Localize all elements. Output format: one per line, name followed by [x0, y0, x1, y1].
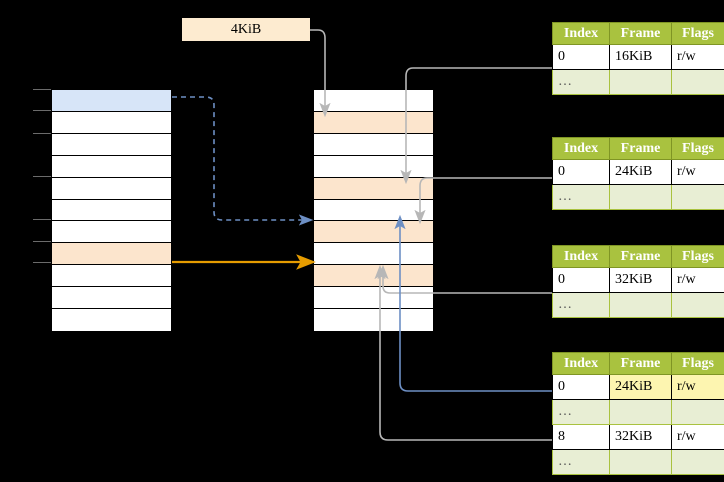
page-table-3-row[interactable]: … [552, 292, 724, 318]
page-table-1-cell: r/w [671, 44, 724, 70]
page-table-4-row[interactable]: … [552, 449, 724, 475]
page-table-4-cell: 0 [552, 374, 610, 400]
page-table-4-header-frame: Frame [609, 352, 672, 375]
page-table-1-header-flags: Flags [671, 22, 724, 45]
virtual-row-2[interactable] [52, 133, 171, 156]
physical-row-7[interactable] [314, 243, 433, 266]
address-tick-5 [33, 241, 51, 242]
physical-row-1[interactable] [314, 111, 433, 134]
virtual-row-0[interactable] [52, 90, 171, 112]
page-table-4-header-index: Index [552, 352, 610, 375]
size-label-4kib: 4KiB [182, 18, 310, 41]
page-table-2-cell: r/w [671, 159, 724, 185]
virtual-row-10[interactable] [52, 309, 171, 331]
physical-row-0[interactable] [314, 90, 433, 112]
address-tick-6 [33, 262, 51, 263]
page-table-2-cell: 0 [552, 159, 610, 185]
page-table-2-cell [609, 184, 672, 210]
page-table-3-cell: 32KiB [609, 267, 672, 293]
page-table-3-cell: … [552, 292, 610, 318]
wire-pt2-to-frame [414, 177, 552, 225]
page-table-3-header-index: Index [552, 245, 610, 268]
page-table-4-cell: 24KiB [609, 374, 672, 400]
page-table-1-cell: 16KiB [609, 44, 672, 70]
virtual-row-5[interactable] [52, 199, 171, 222]
page-table-2-header-index: Index [552, 137, 610, 160]
address-tick-3 [33, 176, 51, 177]
page-table-4-row[interactable]: … [552, 399, 724, 425]
page-table-3-cell: 0 [552, 267, 610, 293]
page-table-4-cell [671, 449, 724, 475]
physical-memory-column [313, 89, 434, 331]
page-table-2-row[interactable]: … [552, 184, 724, 210]
page-table-4-cell: 32KiB [609, 424, 672, 450]
page-table-2-cell: 24KiB [609, 159, 672, 185]
page-table-1-cell: … [552, 69, 610, 95]
virtual-memory-column [51, 89, 172, 331]
virtual-row-6[interactable] [52, 221, 171, 244]
page-table-2-cell [671, 184, 724, 210]
physical-row-5[interactable] [314, 199, 433, 222]
page-table-3-cell [609, 292, 672, 318]
virtual-row-8[interactable] [52, 265, 171, 288]
page-table-3-cell [671, 292, 724, 318]
virtual-row-7[interactable] [52, 243, 171, 266]
page-table-4-cell: r/w [671, 374, 724, 400]
page-table-2-cell: … [552, 184, 610, 210]
page-table-2-header-frame: Frame [609, 137, 672, 160]
virtual-row-9[interactable] [52, 287, 171, 310]
page-table-3-header-frame: Frame [609, 245, 672, 268]
physical-row-8[interactable] [314, 265, 433, 288]
address-tick-0 [33, 89, 51, 90]
virtual-row-1[interactable] [52, 111, 171, 134]
page-table-1-cell: 0 [552, 44, 610, 70]
physical-row-4[interactable] [314, 177, 433, 200]
page-table-1-header-frame: Frame [609, 22, 672, 45]
page-table-2-header-flags: Flags [671, 137, 724, 160]
page-table-1-row[interactable]: … [552, 69, 724, 95]
physical-row-9[interactable] [314, 287, 433, 310]
physical-row-6[interactable] [314, 221, 433, 244]
page-table-4-cell [609, 399, 672, 425]
virtual-row-4[interactable] [52, 177, 171, 200]
address-tick-2 [33, 133, 51, 134]
page-table-4-cell: … [552, 449, 610, 475]
physical-row-3[interactable] [314, 155, 433, 178]
wire-virtual-blue-to-physical [172, 96, 314, 226]
physical-row-10[interactable] [314, 309, 433, 331]
page-table-1-cell [609, 69, 672, 95]
page-table-3-header-flags: Flags [671, 245, 724, 268]
page-table-4-cell: r/w [671, 424, 724, 450]
address-tick-1 [33, 110, 51, 111]
page-table-4-cell [609, 449, 672, 475]
page-table-1-header-index: Index [552, 22, 610, 45]
address-tick-4 [33, 219, 51, 220]
page-table-4-cell [671, 399, 724, 425]
page-table-3-cell: r/w [671, 267, 724, 293]
page-table-1-cell [671, 69, 724, 95]
physical-row-2[interactable] [314, 133, 433, 156]
page-table-4-cell: … [552, 399, 610, 425]
page-table-4-cell: 8 [552, 424, 610, 450]
page-table-4-header-flags: Flags [671, 352, 724, 375]
virtual-row-3[interactable] [52, 155, 171, 178]
